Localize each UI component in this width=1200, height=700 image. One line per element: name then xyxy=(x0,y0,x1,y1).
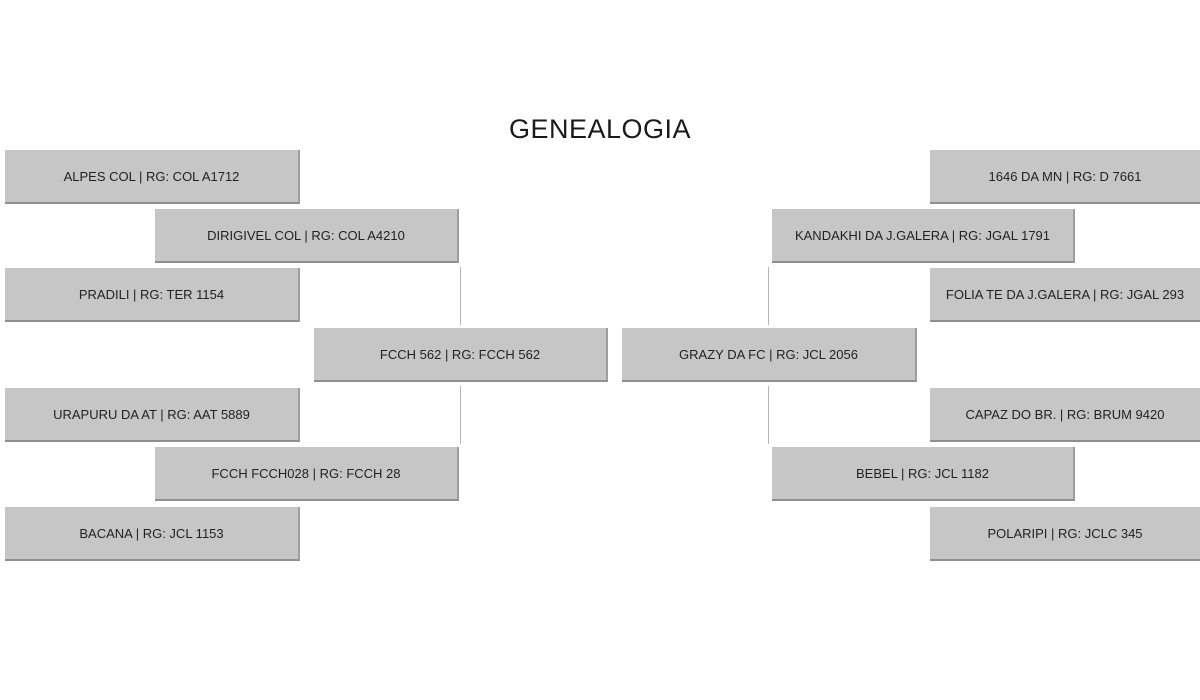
left-great-grandsire-2: URAPURU DA AT | RG: AAT 5889 xyxy=(5,388,300,442)
page-title: GENEALOGIA xyxy=(508,114,692,144)
right-great-granddam-1: FOLIA TE DA J.GALERA | RG: JGAL 293 xyxy=(930,268,1200,322)
right-great-grandsire-2: CAPAZ DO BR. | RG: BRUM 9420 xyxy=(930,388,1200,442)
right-connector-top xyxy=(768,267,769,325)
left-great-grandsire-1: ALPES COL | RG: COL A1712 xyxy=(5,150,300,204)
sire-box: FCCH 562 | RG: FCCH 562 xyxy=(314,328,608,382)
right-grandsire: KANDAKHI DA J.GALERA | RG: JGAL 1791 xyxy=(772,209,1075,263)
left-connector-top xyxy=(460,267,461,325)
right-granddam: BEBEL | RG: JCL 1182 xyxy=(772,447,1075,501)
left-connector-bottom xyxy=(460,386,461,444)
right-great-granddam-2: POLARIPI | RG: JCLC 345 xyxy=(930,507,1200,561)
right-connector-bottom xyxy=(768,386,769,444)
right-great-grandsire-1: 1646 DA MN | RG: D 7661 xyxy=(930,150,1200,204)
left-granddam: FCCH FCCH028 | RG: FCCH 28 xyxy=(155,447,459,501)
left-great-granddam-2: BACANA | RG: JCL 1153 xyxy=(5,507,300,561)
left-grandsire: DIRIGIVEL COL | RG: COL A4210 xyxy=(155,209,459,263)
dam-box: GRAZY DA FC | RG: JCL 2056 xyxy=(622,328,917,382)
left-great-granddam-1: PRADILI | RG: TER 1154 xyxy=(5,268,300,322)
